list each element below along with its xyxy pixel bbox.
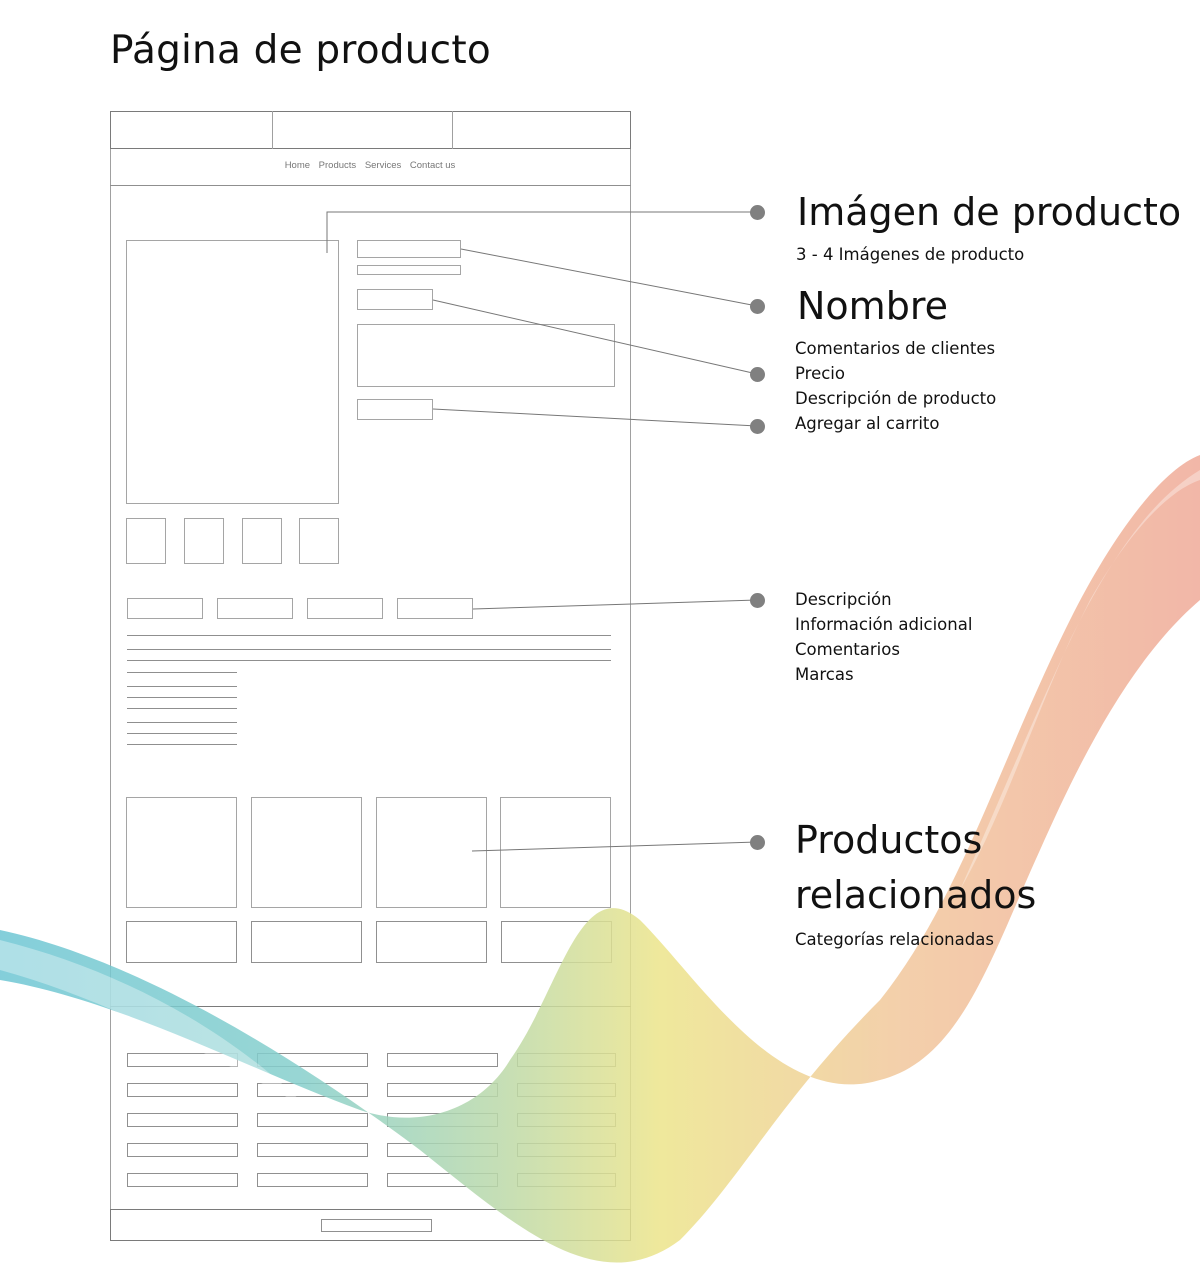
footer-link-placeholder xyxy=(127,1083,238,1097)
annotation-item: Categorías relacionadas xyxy=(795,930,994,949)
text-line xyxy=(127,649,611,650)
footer-link-placeholder xyxy=(387,1113,498,1127)
footer-link-placeholder xyxy=(517,1173,616,1187)
description-placeholder xyxy=(357,324,615,387)
wireframe-header-divider xyxy=(452,111,453,149)
text-line xyxy=(127,686,237,687)
footer-link-placeholder xyxy=(127,1173,238,1187)
footer-link-placeholder xyxy=(257,1143,368,1157)
related-category-placeholder xyxy=(376,921,487,963)
text-line xyxy=(127,708,237,709)
related-product-placeholder xyxy=(126,797,237,908)
footer-link-placeholder xyxy=(517,1143,616,1157)
annotation-item: Descripción de producto xyxy=(795,389,997,408)
wireframe-header xyxy=(110,111,631,149)
related-category-placeholder xyxy=(501,921,612,963)
tab-placeholder xyxy=(127,598,203,619)
tab-placeholder xyxy=(307,598,383,619)
copyright-placeholder xyxy=(321,1219,432,1232)
footer-link-placeholder xyxy=(517,1053,616,1067)
related-product-placeholder xyxy=(500,797,611,908)
footer-link-placeholder xyxy=(257,1113,368,1127)
annotation-dot xyxy=(750,299,765,314)
related-category-placeholder xyxy=(126,921,237,963)
related-product-placeholder xyxy=(251,797,362,908)
related-category-placeholder xyxy=(251,921,362,963)
annotation-title-nombre: Nombre xyxy=(797,284,948,328)
annotation-title-relacionados: relacionados xyxy=(795,873,1037,917)
add-to-cart-placeholder xyxy=(357,399,433,420)
product-name-placeholder xyxy=(357,240,461,258)
annotation-title-imagen: Imágen de producto xyxy=(797,190,1182,234)
footer-link-placeholder xyxy=(257,1083,368,1097)
customer-reviews-placeholder xyxy=(357,265,461,275)
footer-divider xyxy=(110,1006,631,1007)
nav-home[interactable]: Home xyxy=(284,160,311,171)
product-image-placeholder xyxy=(126,240,339,504)
annotation-dot xyxy=(750,419,765,434)
footer-link-placeholder xyxy=(127,1113,238,1127)
footer-link-placeholder xyxy=(387,1143,498,1157)
tab-placeholder xyxy=(397,598,473,619)
text-line xyxy=(127,660,611,661)
footer-link-placeholder xyxy=(127,1143,238,1157)
annotation-title-relacionados: Productos xyxy=(795,818,983,862)
price-placeholder xyxy=(357,289,433,310)
annotation-dot xyxy=(750,205,765,220)
footer-link-placeholder xyxy=(387,1173,498,1187)
text-line xyxy=(127,744,237,745)
annotation-item: Información adicional xyxy=(795,615,973,634)
thumbnail-placeholder xyxy=(299,518,339,564)
footer-link-placeholder xyxy=(387,1083,498,1097)
footer-link-placeholder xyxy=(517,1113,616,1127)
footer-link-placeholder xyxy=(127,1053,238,1067)
annotation-item: 3 - 4 Imágenes de producto xyxy=(796,245,1025,264)
annotation-item: Agregar al carrito xyxy=(795,414,940,433)
annotation-item: Comentarios xyxy=(795,640,900,659)
footer-link-placeholder xyxy=(387,1053,498,1067)
annotation-item: Descripción xyxy=(795,590,892,609)
wireframe-nav: Home Products Services Contact us xyxy=(110,160,630,171)
page-title: Página de producto xyxy=(110,28,491,73)
footer-link-placeholder xyxy=(257,1053,368,1067)
tab-placeholder xyxy=(217,598,293,619)
annotation-item: Precio xyxy=(795,364,845,383)
related-product-placeholder xyxy=(376,797,487,908)
thumbnail-placeholder xyxy=(242,518,282,564)
annotation-item: Comentarios de clientes xyxy=(795,339,996,358)
annotation-dot xyxy=(750,593,765,608)
footer-link-placeholder xyxy=(257,1173,368,1187)
text-line xyxy=(127,672,237,673)
annotation-dot xyxy=(750,835,765,850)
nav-products[interactable]: Products xyxy=(318,160,357,171)
nav-divider xyxy=(110,185,631,186)
text-line xyxy=(127,635,611,636)
footer-link-placeholder xyxy=(517,1083,616,1097)
text-line xyxy=(127,722,237,723)
thumbnail-placeholder xyxy=(184,518,224,564)
annotation-dot xyxy=(750,367,765,382)
annotation-item: Marcas xyxy=(795,665,854,684)
text-line xyxy=(127,733,237,734)
nav-contact[interactable]: Contact us xyxy=(409,160,456,171)
wireframe-header-divider xyxy=(272,111,273,149)
thumbnail-placeholder xyxy=(126,518,166,564)
text-line xyxy=(127,697,237,698)
nav-services[interactable]: Services xyxy=(364,160,402,171)
